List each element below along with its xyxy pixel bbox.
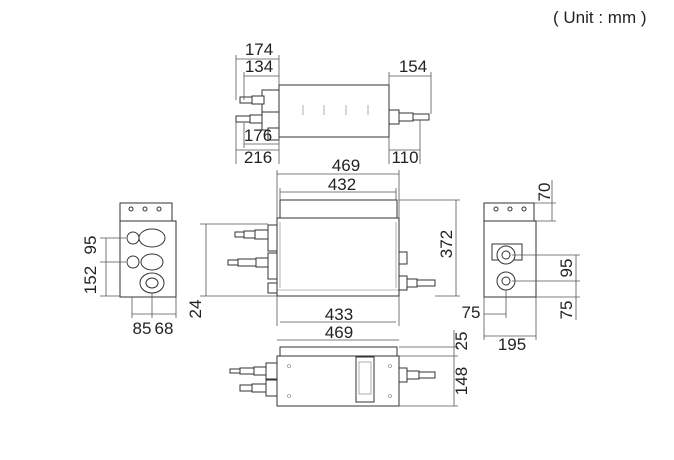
dim-176: 176 bbox=[244, 126, 272, 145]
dim-24: 24 bbox=[186, 300, 205, 319]
dim-75-bottom: 75 bbox=[462, 303, 481, 322]
top-view-body bbox=[278, 84, 390, 138]
right-side-view: 70 95 75 75 195 bbox=[462, 180, 580, 354]
dim-152: 152 bbox=[81, 266, 100, 294]
left-view-top-box bbox=[119, 202, 173, 222]
dim-95-right: 95 bbox=[557, 259, 576, 278]
dim-25: 25 bbox=[452, 332, 471, 351]
dim-134: 134 bbox=[245, 57, 273, 76]
dim-85: 85 bbox=[133, 319, 152, 338]
dim-110: 110 bbox=[391, 148, 418, 167]
front-view-body bbox=[276, 217, 400, 297]
dim-95-left: 95 bbox=[81, 236, 100, 255]
front-view: 469 432 372 24 433 469 bbox=[186, 156, 460, 342]
dim-372: 372 bbox=[437, 230, 456, 258]
dim-469-bottom: 469 bbox=[325, 323, 353, 342]
dim-216: 216 bbox=[244, 148, 272, 167]
dim-433: 433 bbox=[325, 305, 353, 324]
dim-154: 154 bbox=[399, 57, 427, 76]
unit-label: ( Unit : mm ) bbox=[553, 8, 647, 27]
dim-432: 432 bbox=[328, 175, 356, 194]
dim-195: 195 bbox=[498, 335, 526, 354]
front-view-top-box bbox=[279, 199, 398, 219]
dim-469-top: 469 bbox=[332, 156, 360, 175]
bottom-view-body bbox=[276, 355, 400, 407]
right-view-top-box bbox=[483, 202, 535, 222]
left-side-view: 152 95 85 68 bbox=[81, 202, 177, 338]
top-view: 174 134 154 176 216 110 bbox=[235, 40, 432, 167]
bottom-view: 25 148 bbox=[229, 330, 471, 407]
dim-75-right: 75 bbox=[557, 301, 576, 320]
dim-148: 148 bbox=[452, 367, 471, 395]
dim-70: 70 bbox=[535, 183, 554, 202]
dim-174: 174 bbox=[245, 40, 273, 59]
dim-68: 68 bbox=[155, 319, 174, 338]
